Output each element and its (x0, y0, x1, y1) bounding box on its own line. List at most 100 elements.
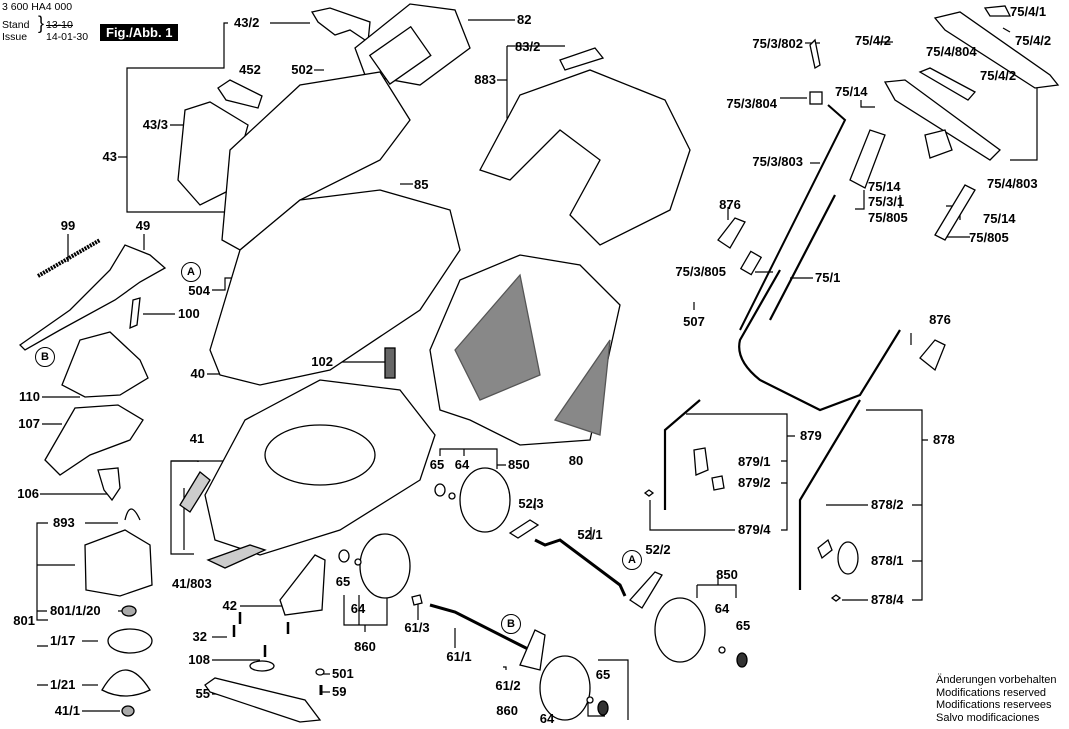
part-106 (97, 467, 121, 502)
label-850-b: 850 (716, 567, 738, 582)
part-75-805b (934, 184, 976, 241)
part-879-2 (711, 475, 725, 491)
part-501 (315, 668, 325, 676)
label-75-4-2-c: 75/4/2 (980, 68, 1017, 83)
label-64-c: 64 (539, 711, 555, 726)
modifications-note: Änderungen vorbehalten Modifications res… (936, 674, 1056, 724)
label-100: 100 (178, 306, 200, 321)
label-83-2: 83/2 (515, 39, 541, 54)
label-879-1: 879/1 (738, 454, 771, 469)
part-40-chassis (209, 189, 461, 386)
part-32-screw (232, 612, 290, 657)
part-number: 3 600 HA4 000 (2, 1, 73, 13)
label-80: 80 (568, 453, 584, 468)
wheel-860-mid (359, 533, 411, 599)
label-75-805-a: 75/805 (868, 210, 908, 225)
part-75-3-805 (739, 250, 763, 276)
part-61-2 (519, 629, 546, 671)
wheel-850-bottom (654, 597, 706, 663)
issue-date: 14-01-30 (46, 31, 89, 43)
label-65-a: 65 (429, 457, 445, 472)
part-42 (279, 554, 326, 616)
label-82: 82 (517, 12, 532, 27)
label-1-17: 1/17 (50, 633, 76, 648)
part-52-2 (629, 571, 663, 609)
part-75-3-802 (809, 38, 821, 70)
part-41-803 (206, 544, 267, 569)
label-61-1: 61/1 (446, 649, 472, 664)
issue-label: Issue (2, 31, 28, 43)
label-41: 41 (189, 431, 205, 446)
old-date: 13-10 (46, 19, 73, 31)
part-75-805a (849, 129, 886, 189)
part-43-housing (221, 71, 411, 251)
label-102: 102 (311, 354, 333, 369)
label-64-a: 64 (454, 457, 470, 472)
part-75-4-804 (918, 67, 977, 101)
part-52-3 (508, 519, 540, 539)
part-75-3-1 (924, 129, 953, 159)
part-876b (919, 339, 946, 372)
label-878-4: 878/4 (871, 592, 904, 607)
label-504: 504 (188, 283, 210, 298)
part-75-1-lower (769, 194, 836, 321)
marker-a: A (181, 262, 201, 282)
part-61-3 (411, 594, 423, 606)
label-32: 32 (192, 629, 207, 644)
label-502: 502 (291, 62, 313, 77)
part-83-2 (559, 47, 605, 71)
note-line-en: Modifications reserved (936, 686, 1047, 699)
label-876-b: 876 (929, 312, 951, 327)
part-43-2 (310, 7, 371, 44)
part-879-tube (663, 399, 701, 510)
part-110 (61, 331, 149, 398)
part-801-motor (84, 529, 153, 597)
part-64b (354, 558, 362, 566)
part-75-4-main (883, 79, 1001, 161)
label-75-4-804: 75/4/804 (926, 44, 977, 59)
part-75-4-top-grip (933, 11, 1060, 89)
label-75-14-b: 75/14 (868, 179, 901, 194)
label-59: 59 (332, 684, 347, 699)
part-41-1 (121, 705, 135, 717)
part-outlines (18, 3, 1060, 723)
part-1-17 (107, 628, 153, 654)
part-879-1 (693, 447, 709, 476)
part-879-4 (643, 489, 655, 497)
wheel-860-bottom (539, 655, 591, 721)
part-99-spring (36, 238, 102, 278)
part-1-21 (101, 669, 151, 697)
wheel-850-top (459, 467, 511, 533)
label-75-3-802: 75/3/802 (752, 36, 803, 51)
label-75-4-2-b: 75/4/2 (1015, 33, 1052, 48)
label-52-3: 52/3 (518, 496, 544, 511)
part-65a (434, 483, 446, 497)
label-106: 106 (17, 486, 39, 501)
marker-a-ref: A (622, 550, 642, 570)
label-65-d: 65 (735, 618, 751, 633)
marker-b: B (35, 347, 55, 367)
label-860-a: 860 (354, 639, 376, 654)
label-110: 110 (19, 389, 40, 404)
label-879-2: 879/2 (738, 475, 771, 490)
label-75-4-803: 75/4/803 (987, 176, 1038, 191)
note-line-fr: Modifications reservees (936, 699, 1052, 711)
label-65-c: 65 (595, 667, 611, 682)
part-75-3-804 (809, 91, 823, 105)
label-75-805-b: 75/805 (969, 230, 1009, 245)
label-75-3-804: 75/3/804 (726, 96, 777, 111)
label-41-803: 41/803 (172, 576, 212, 591)
label-108: 108 (188, 652, 210, 667)
label-883: 883 (474, 72, 496, 87)
part-61-1 (429, 603, 531, 652)
label-75-1: 75/1 (815, 270, 841, 285)
part-65d (736, 652, 748, 668)
brace: } (38, 13, 45, 33)
part-64a (448, 492, 456, 500)
part-55-blade (204, 677, 322, 723)
label-107: 107 (18, 416, 40, 431)
label-878: 878 (933, 432, 955, 447)
note-line-de: Änderungen vorbehalten (936, 674, 1057, 686)
part-65b (338, 549, 350, 563)
